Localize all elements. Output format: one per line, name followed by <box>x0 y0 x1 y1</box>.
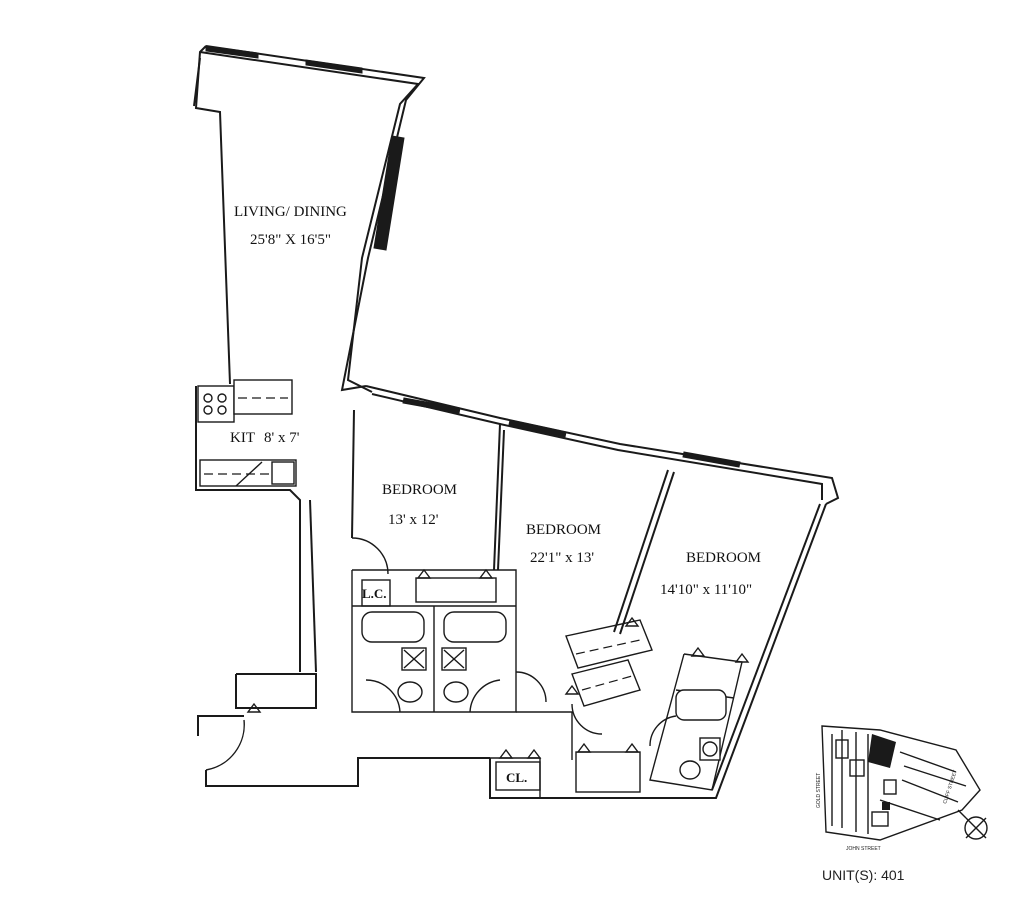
living-room-name: LIVING/ DINING <box>234 204 347 220</box>
bedroom3-dims: 14'10" x 11'10" <box>660 582 752 598</box>
bedroom2-dims: 22'1" x 13' <box>530 550 594 566</box>
windows <box>205 45 741 468</box>
room-labels: LIVING/ DINING 25'8" X 16'5" KIT 8' x 7'… <box>230 204 761 791</box>
bedroom2-name: BEDROOM <box>526 522 601 538</box>
door-markers <box>246 568 750 759</box>
north-arrow-icon <box>957 809 988 840</box>
kitchen-fixtures <box>197 379 297 487</box>
unit-highlight <box>868 734 896 768</box>
street-john: JOHN STREET <box>846 846 881 852</box>
closet-units <box>361 579 653 707</box>
kitchen-dims: 8' x 7' <box>264 430 300 446</box>
kitchen-name: KIT <box>230 430 255 446</box>
street-gold: GOLD STREET <box>816 773 822 808</box>
linen-closet-label: L.C. <box>362 586 387 601</box>
living-room-dims: 25'8" X 16'5" <box>250 232 331 248</box>
unit-highlight-small <box>882 802 890 810</box>
interior-walls <box>351 409 743 798</box>
bedroom3-name: BEDROOM <box>686 550 761 566</box>
closet-label: CL. <box>506 770 527 785</box>
unit-label: UNIT(S): 401 <box>822 867 905 883</box>
bedroom1-dims: 13' x 12' <box>388 512 439 528</box>
door-swings <box>205 537 677 771</box>
bedroom1-name: BEDROOM <box>382 482 457 498</box>
key-plan: GOLD STREET CLIFF STREET JOHN STREET UNI… <box>816 725 988 883</box>
bath-fixtures <box>361 611 727 780</box>
